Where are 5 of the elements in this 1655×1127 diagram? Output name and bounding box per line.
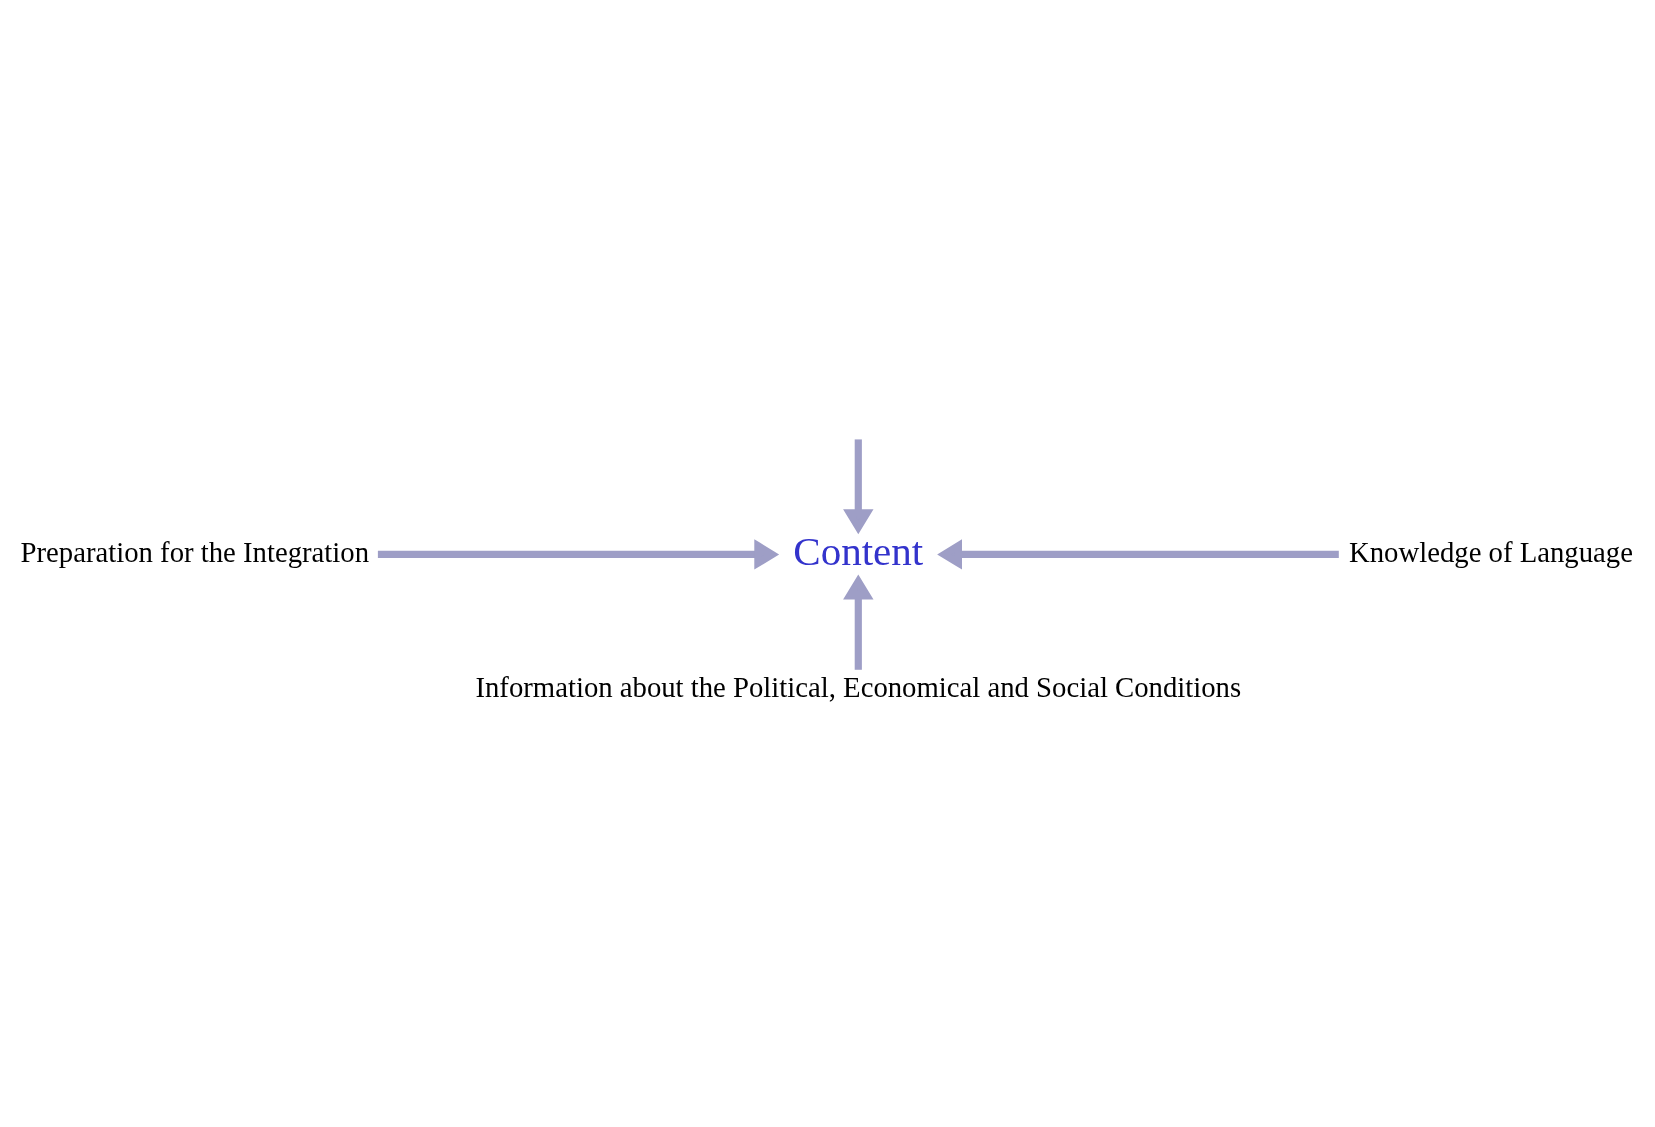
node-text: Knowledge of Language bbox=[1349, 535, 1633, 568]
node-text: Preparation for the Integration bbox=[20, 535, 370, 568]
node-text: Content bbox=[793, 527, 924, 574]
arrow bbox=[377, 539, 780, 570]
node-text: Information about the Political, Economical and Social Conditions bbox=[475, 670, 1242, 703]
